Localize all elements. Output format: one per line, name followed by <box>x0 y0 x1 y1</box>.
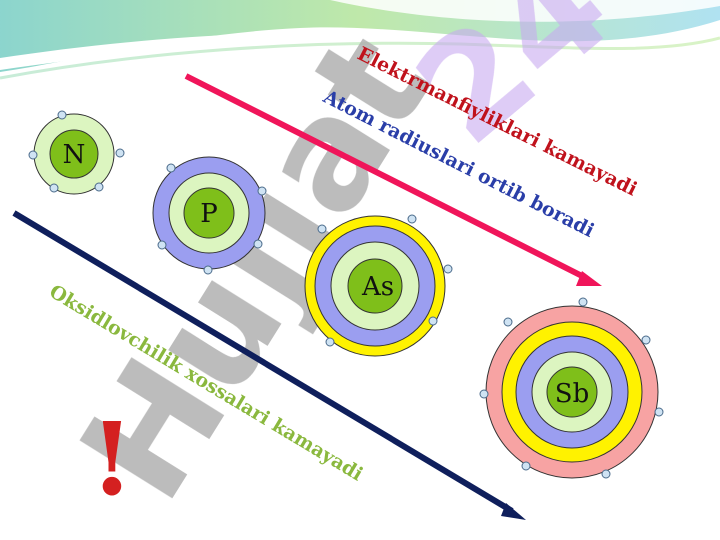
atom-symbol-antimony: Sb <box>555 379 589 409</box>
oxidizing-arrow <box>12 210 526 520</box>
atom-antimony: Sb <box>479 297 664 479</box>
electronegativity-arrow <box>184 73 602 286</box>
atom-symbol-phosphorus: P <box>200 199 218 229</box>
electrons-nitrogen <box>28 110 125 193</box>
atom-nitrogen: N <box>28 110 125 195</box>
header-swoosh <box>0 0 720 80</box>
electrons-phosphorus <box>157 163 267 275</box>
atom-symbol-arsenic: As <box>361 272 394 302</box>
exclamation-mark: ! <box>90 400 134 518</box>
atom-phosphorus: P <box>152 156 267 275</box>
atom-symbol-nitrogen: N <box>63 140 86 170</box>
atom-arsenic: As <box>304 214 453 357</box>
electrons-arsenic <box>317 214 453 347</box>
electrons-antimony <box>479 297 664 479</box>
